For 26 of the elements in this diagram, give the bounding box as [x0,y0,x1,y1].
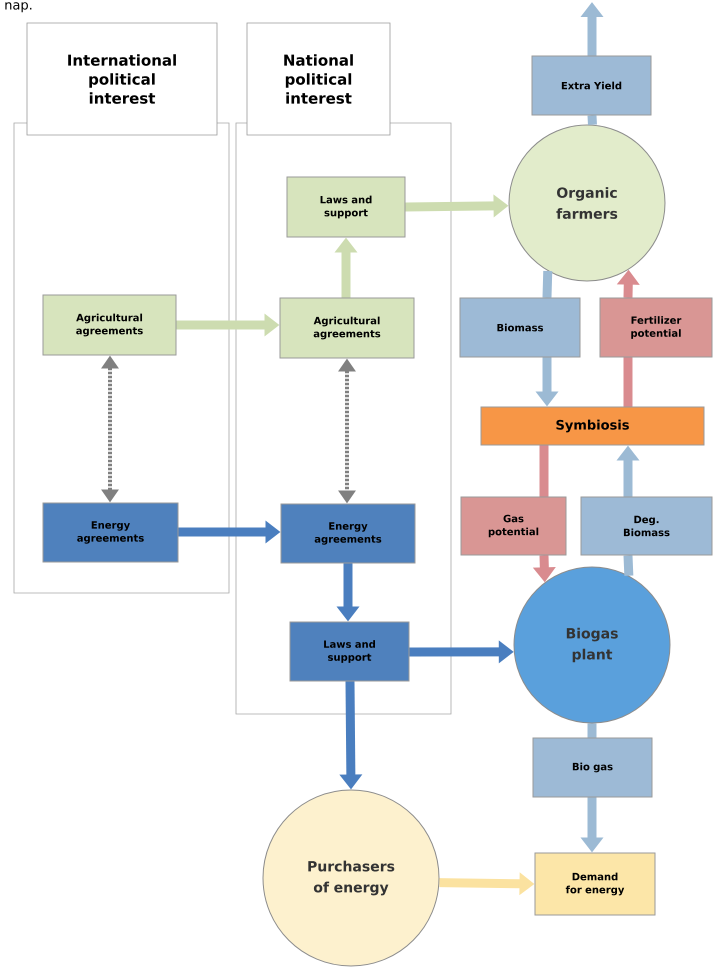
process-box: Laws and support [286,176,406,238]
process-box: Bio gas [532,738,652,798]
header-box: National political interest [246,22,390,136]
process-box: Agricultural agreements [280,298,414,358]
process-box: Agricultural agreements [42,294,176,356]
process-box: Biomass [460,298,580,358]
process-box: Energy agreements [42,502,178,562]
process-box: Demand for energy [534,852,656,916]
connector [588,724,596,738]
note-text: nap. [5,2,32,12]
connector [542,270,552,298]
connector [624,358,632,406]
process-box: Deg. Biomass [580,496,712,556]
process-box: Laws and support [290,622,410,682]
circle-node: Biogas plant [514,566,670,724]
connector [540,446,548,496]
connector [624,555,634,576]
header-box: International political interest [26,22,218,136]
circle-node: Purchasers of energy [262,790,440,966]
process-box: Fertilizer potential [600,298,712,358]
circle-node: Organic farmers [508,124,666,282]
process-box: Symbiosis [480,406,704,446]
process-box: Energy agreements [280,504,416,564]
process-box: Gas potential [460,496,566,556]
connector [588,115,597,125]
process-box: Extra Yield [532,56,652,116]
